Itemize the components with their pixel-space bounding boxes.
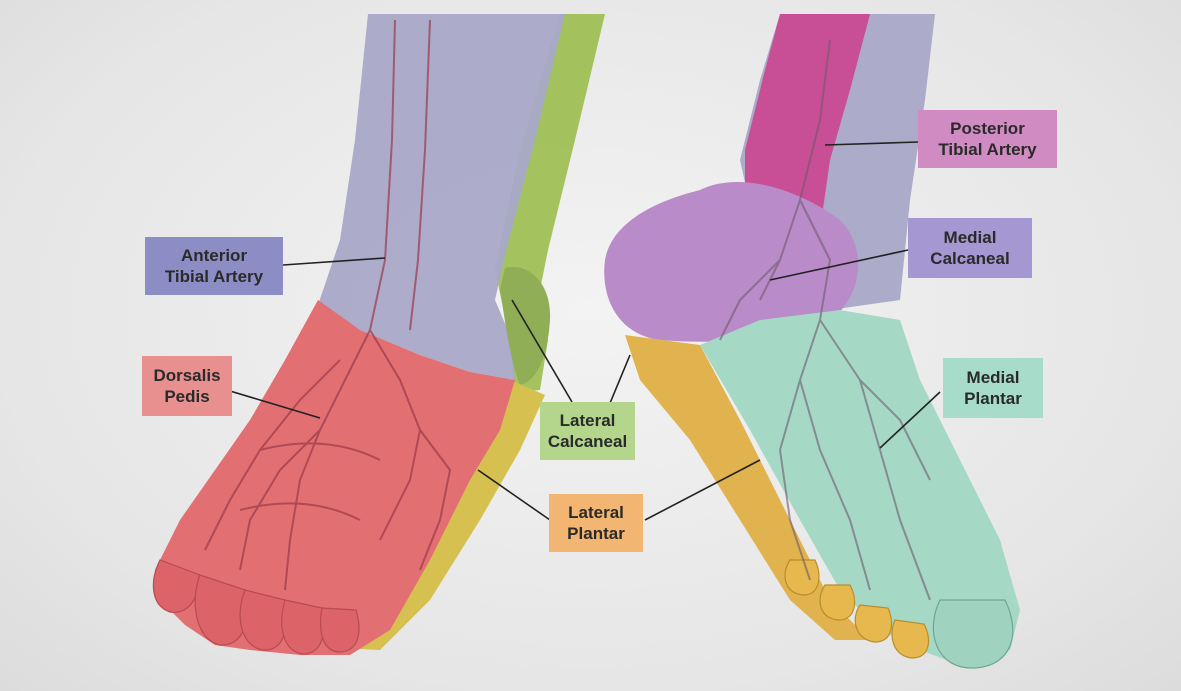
label-lateral-plantar-line1: Lateral (568, 502, 624, 523)
label-dorsalis-pedis: Dorsalis Pedis (142, 356, 232, 416)
label-medial-calcaneal: Medial Calcaneal (908, 218, 1032, 278)
label-posterior-tibial-line1: Posterior (950, 118, 1025, 139)
label-dorsalis-pedis-line1: Dorsalis (153, 365, 220, 386)
label-lateral-calcaneal-line1: Lateral (560, 410, 616, 431)
label-medial-calcaneal-line1: Medial (944, 227, 997, 248)
label-medial-plantar: Medial Plantar (943, 358, 1043, 418)
label-dorsalis-pedis-line2: Pedis (164, 386, 209, 407)
label-anterior-tibial-line1: Anterior (181, 245, 247, 266)
label-lateral-calcaneal: Lateral Calcaneal (540, 402, 635, 460)
label-posterior-tibial-line2: Tibial Artery (938, 139, 1036, 160)
label-lateral-plantar: Lateral Plantar (549, 494, 643, 552)
label-medial-plantar-line2: Plantar (964, 388, 1022, 409)
label-medial-calcaneal-line2: Calcaneal (930, 248, 1009, 269)
label-anterior-tibial-line2: Tibial Artery (165, 266, 263, 287)
label-medial-plantar-line1: Medial (967, 367, 1020, 388)
leader-lateral-calcaneal-right (608, 355, 630, 408)
label-lateral-plantar-line2: Plantar (567, 523, 625, 544)
left-foot (153, 14, 605, 655)
label-lateral-calcaneal-line2: Calcaneal (548, 431, 627, 452)
right-big-toe (933, 600, 1012, 668)
label-posterior-tibial-artery: Posterior Tibial Artery (918, 110, 1057, 168)
label-anterior-tibial-artery: Anterior Tibial Artery (145, 237, 283, 295)
